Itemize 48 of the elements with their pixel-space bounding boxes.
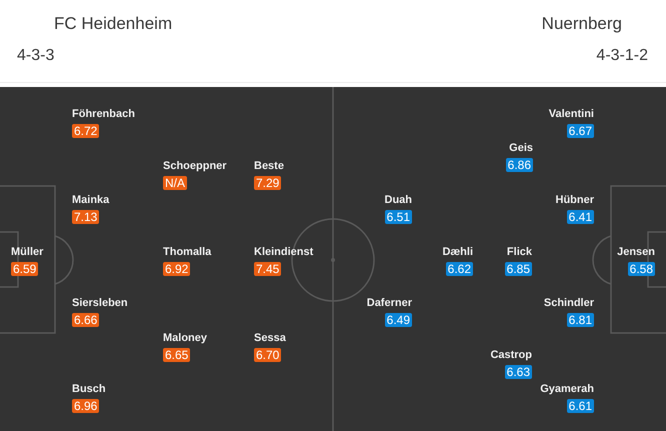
player-name: Hübner — [556, 194, 594, 207]
player-name: Kleindienst — [254, 246, 314, 259]
formation: 4-3-3 — [17, 47, 54, 66]
player-name: Castrop — [490, 349, 532, 362]
player-name: Daferner — [366, 297, 412, 310]
rating-badge: 6.92 — [163, 262, 190, 276]
rating-badge: 7.45 — [254, 262, 282, 276]
rating-badge: 6.86 — [506, 158, 533, 172]
player-name: Müller — [11, 246, 44, 259]
rating-badge: 7.13 — [72, 210, 100, 224]
rating-badge: 6.51 — [384, 210, 412, 224]
player-name: Flick — [506, 246, 532, 259]
rating-badge: 6.65 — [163, 348, 190, 362]
player-name: Busch — [72, 383, 106, 396]
player-name: Schoeppner — [163, 160, 227, 173]
player-name: Siersleben — [72, 297, 128, 310]
rating-badge: 6.61 — [566, 399, 594, 413]
player-name: Valentini — [548, 108, 594, 121]
team-name: Nuernberg — [542, 14, 622, 34]
player-name: Beste — [254, 160, 284, 173]
player-name: Föhrenbach — [72, 108, 135, 121]
rating-badge: 6.63 — [504, 365, 532, 379]
player-name: Maloney — [163, 332, 208, 345]
rating-badge: 6.70 — [254, 348, 282, 362]
rating-badge: 6.58 — [628, 262, 655, 276]
rating-badge: 7.29 — [254, 176, 282, 190]
rating-badge: N/A — [163, 176, 188, 190]
rating-badge: 6.72 — [72, 124, 100, 138]
formation: 4-3-1-2 — [596, 47, 648, 66]
player-name: Gyamerah — [540, 383, 594, 396]
rating-badge: 6.66 — [72, 313, 100, 327]
player-name: Dæhli — [442, 246, 473, 259]
rating-badge: 6.67 — [566, 124, 594, 138]
rating-badge: 6.49 — [384, 313, 412, 327]
rating-badge: 6.96 — [72, 399, 100, 413]
rating-badge: 6.62 — [446, 262, 473, 276]
player-name: Mainka — [72, 194, 110, 207]
rating-badge: 6.85 — [504, 262, 532, 276]
player-name: Geis — [509, 142, 533, 155]
rating-badge: 6.59 — [11, 262, 38, 276]
rating-badge: 6.81 — [566, 313, 594, 327]
team-name: FC Heidenheim — [54, 14, 172, 34]
rating-badge: 6.41 — [566, 210, 594, 224]
player-name: Duah — [384, 194, 412, 207]
player-name: Thomalla — [163, 246, 212, 259]
player-name: Schindler — [544, 297, 594, 310]
player-name: Jensen — [617, 246, 655, 259]
player-name: Sessa — [254, 332, 286, 345]
